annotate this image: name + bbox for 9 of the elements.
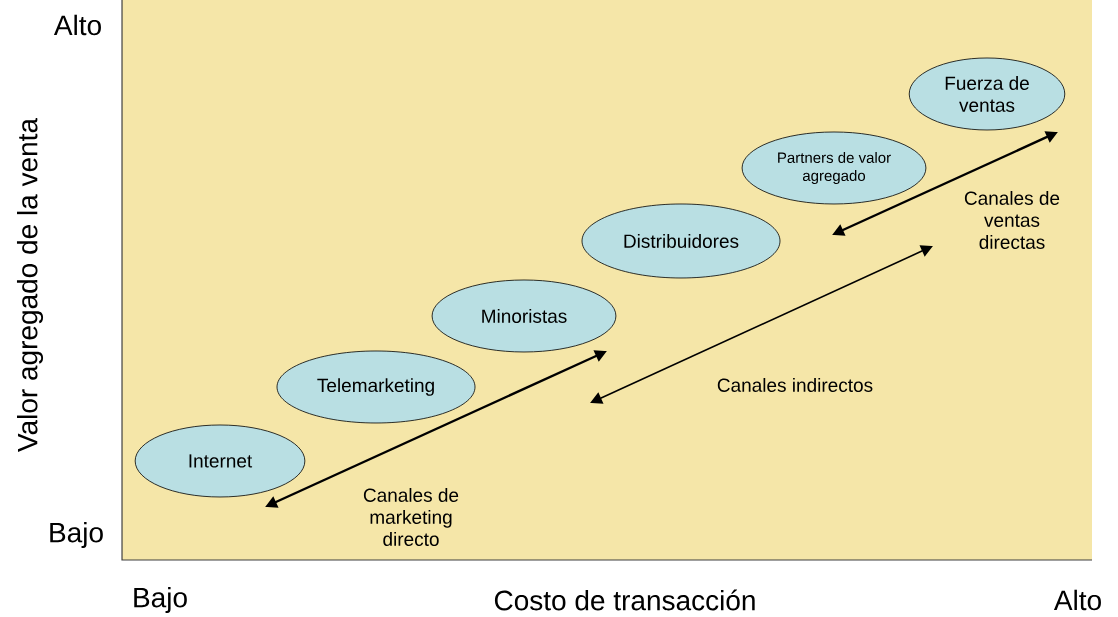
range-label: Canales de marketing directo [363,488,459,546]
axis-label: Bajo [134,586,187,614]
range-label: Canales indirectos [717,378,873,392]
axis-label: Alto [53,14,101,36]
axis-label: Alto [1053,589,1101,611]
axis-title: Valor agregado de la venta [16,117,44,452]
range-label: Canales de ventas directas [964,191,1060,249]
axis-label: Bajo [50,521,103,549]
axis-title: Costo de transacción [494,589,755,611]
